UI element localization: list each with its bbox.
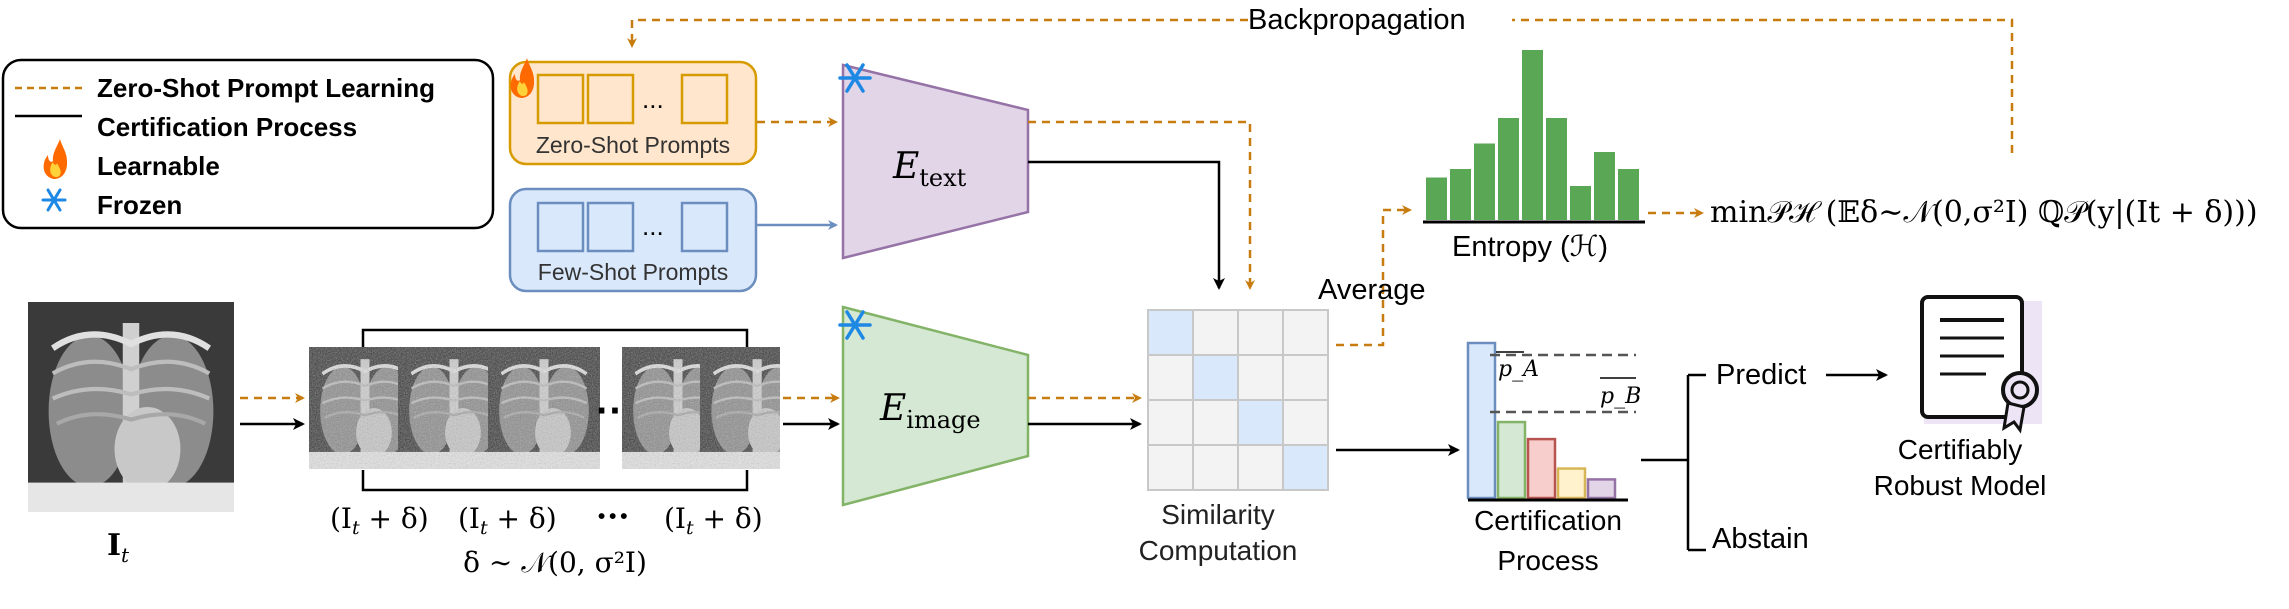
image-encoder: Eimage: [838, 305, 1030, 507]
similarity-cell: [1147, 399, 1194, 446]
noisy-label-1: (It + δ): [330, 502, 429, 539]
noisy-label-dots: ···: [596, 497, 629, 535]
histogram-bars: [1426, 50, 1639, 220]
similarity-to-entropy-arrow: [1336, 205, 1412, 347]
similarity-cell: [1237, 354, 1284, 401]
few-shot-ellipsis: ...: [642, 211, 664, 241]
legend-label-learnable: Learnable: [97, 151, 220, 181]
image-encoder-trapezoid: [841, 305, 1030, 507]
certification-bars: [1466, 341, 1617, 500]
similarity-matrix: Similarity Computation: [1139, 309, 1329, 566]
entropy-histogram: Entropy (ℋ): [1423, 50, 1645, 263]
noisy-label-3: (It + δ): [664, 502, 763, 539]
text-encoder-label: Etext: [892, 146, 967, 192]
similarity-cell: [1237, 444, 1284, 491]
backprop-label: Backpropagation: [1248, 4, 1466, 36]
few-shot-prompts: ... Few-Shot Prompts: [508, 187, 758, 293]
similarity-cell: [1147, 354, 1194, 401]
text-encoder: Etext: [838, 63, 1030, 260]
decision-branches: Predict Abstain: [1641, 359, 1888, 555]
noisy-image-5: [700, 347, 780, 469]
cert-bar: [1466, 341, 1497, 500]
text-to-similarity-dashed-arrow: [1028, 120, 1255, 290]
similarity-cell: [1282, 354, 1329, 401]
model-label-1: Certifiably: [1898, 434, 2022, 465]
similarity-grid: [1147, 309, 1329, 491]
snowflake-icon: [838, 310, 872, 340]
similarity-cell: [1282, 399, 1329, 446]
histogram-bar: [1450, 169, 1471, 220]
similarity-cell: [1192, 309, 1239, 356]
noisy-images: ··· (It + δ) (It + δ) ··· (It + δ) δ ∼ 𝒩…: [309, 328, 780, 579]
histogram-bar: [1498, 118, 1519, 220]
histogram-bar: [1522, 50, 1543, 220]
certification-chart: p_A p_B Certification Process: [1466, 341, 1641, 576]
legend-label-certification: Certification Process: [97, 112, 357, 142]
zero-shot-label: Zero-Shot Prompts: [536, 132, 730, 158]
cert-label-2: Process: [1497, 545, 1598, 576]
average-label: Average: [1318, 274, 1426, 306]
histogram-bar: [1618, 169, 1639, 220]
histogram-bar: [1570, 186, 1591, 220]
few-shot-label: Few-Shot Prompts: [538, 259, 728, 285]
objective-formula: min𝒫ℋ (𝔼δ∼𝒩(0,σ²I) ℚ𝒫(y|(It + δ))): [1710, 195, 2258, 230]
legend: Zero-Shot Prompt Learning Certification …: [1, 58, 495, 230]
histogram-bar: [1474, 143, 1495, 220]
input-xray: It: [28, 302, 234, 567]
noisy-label-2: (It + δ): [458, 502, 557, 539]
cert-bar: [1496, 420, 1527, 500]
similarity-label-2: Computation: [1139, 535, 1298, 566]
similarity-cell: [1147, 444, 1194, 491]
similarity-cell: [1147, 309, 1194, 356]
similarity-cell: [1192, 444, 1239, 491]
noisy-labels: (It + δ) (It + δ) ··· (It + δ): [330, 497, 763, 539]
cert-bar: [1556, 467, 1587, 500]
cert-bar: [1586, 478, 1617, 500]
zero-shot-ellipsis: ...: [642, 84, 664, 114]
similarity-cell: [1282, 309, 1329, 356]
similarity-label-1: Similarity: [1161, 499, 1275, 530]
histogram-bar: [1594, 152, 1615, 220]
certified-model: Certifiably Robust Model: [1874, 295, 2047, 501]
cert-label-1: Certification: [1474, 505, 1622, 536]
histogram-bar: [1546, 118, 1567, 220]
flame-icon: [510, 58, 535, 98]
similarity-cell: [1237, 399, 1284, 446]
abstain-label: Abstain: [1712, 523, 1809, 555]
zero-shot-prompts: ... Zero-Shot Prompts: [508, 58, 758, 166]
text-to-similarity-arrow: [1028, 160, 1225, 290]
similarity-cell: [1192, 354, 1239, 401]
model-label-2: Robust Model: [1874, 470, 2047, 501]
legend-label-zero-shot: Zero-Shot Prompt Learning: [97, 73, 435, 103]
cert-bar: [1526, 437, 1557, 500]
similarity-cell: [1237, 309, 1284, 356]
similarity-cell: [1192, 399, 1239, 446]
image-encoder-label: Eimage: [879, 388, 981, 434]
similarity-cell: [1282, 444, 1329, 491]
text-encoder-trapezoid: [841, 63, 1030, 260]
p-b-label: p_B: [1600, 384, 1641, 409]
flame-icon: [43, 139, 68, 179]
predict-label: Predict: [1716, 359, 1806, 391]
noisy-image-3: [488, 347, 600, 469]
entropy-label: Entropy (ℋ): [1452, 231, 1608, 263]
p-a-label: p_A: [1498, 357, 1539, 382]
backprop-path: Backpropagation: [627, 4, 2014, 153]
noise-distribution-label: δ ∼ 𝒩(0, σ²I): [463, 546, 647, 579]
legend-label-frozen: Frozen: [97, 190, 182, 220]
input-image-label: It: [107, 528, 130, 567]
snowflake-icon: [41, 188, 67, 212]
histogram-bar: [1426, 177, 1447, 220]
snowflake-icon: [838, 63, 872, 93]
legend-box: [1, 58, 495, 230]
